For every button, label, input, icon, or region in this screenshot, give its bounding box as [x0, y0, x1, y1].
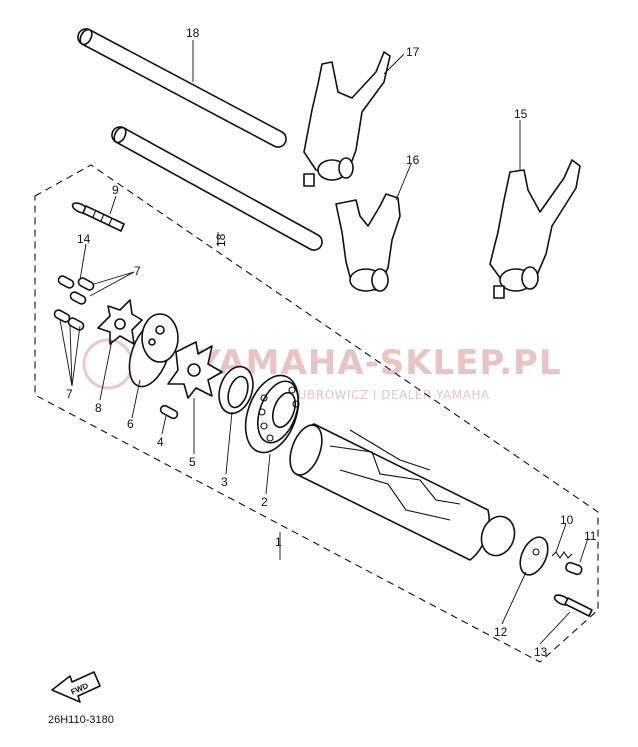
- leader-lines: [59, 40, 589, 645]
- watermark-main-text: YAMAHA-SKLEP.PL: [195, 343, 562, 383]
- watermark-logo: [82, 338, 134, 390]
- watermark-sub-text: DUBROWICZ I DEALER YAMAHA: [288, 388, 490, 402]
- segment-plate-5: [167, 341, 223, 399]
- fwd-arrow: FWD: [51, 671, 101, 703]
- fork-guide-bar-upper: [77, 28, 287, 148]
- callout-15: 15: [514, 107, 528, 121]
- callout-12: 12: [494, 625, 508, 639]
- pin-4: [159, 404, 179, 420]
- segment-6: [128, 313, 179, 388]
- callout-2: 2: [261, 495, 268, 509]
- stopper-plate-8: [97, 299, 143, 345]
- catalog-number: 26H110-3180: [48, 714, 114, 726]
- assembly-boundary: [34, 164, 599, 663]
- bearing-2: [244, 374, 300, 454]
- callout-9: 9: [112, 183, 119, 197]
- shift-cam-drum-1: [289, 423, 516, 561]
- callout-17: 17: [406, 45, 420, 59]
- screw-13: [553, 594, 593, 617]
- ball-11: [565, 561, 583, 576]
- shift-fork-15: [489, 159, 581, 299]
- callout-14: 14: [77, 232, 91, 246]
- circlip-3: [218, 365, 254, 415]
- screw-9: [71, 202, 125, 232]
- pins-group: [53, 275, 95, 331]
- callout-3: 3: [221, 475, 228, 489]
- watermark: YAMAHA-SKLEP.PL DUBROWICZ I DEALER YAMAH…: [82, 338, 562, 402]
- callouts: 18 18 17 16 15 9 14 7 7 8 6 4 5 3 2 1 10…: [66, 26, 597, 659]
- callout-7-lower: 7: [66, 387, 73, 401]
- callout-7-upper: 7: [134, 264, 141, 278]
- callout-10: 10: [560, 513, 574, 527]
- callout-13: 13: [534, 645, 548, 659]
- shift-fork-16: [335, 193, 401, 292]
- retainer-plate-12: [519, 536, 549, 576]
- fork-guide-bar-lower: [111, 126, 323, 251]
- callout-1: 1: [275, 535, 282, 549]
- callout-18-upper: 18: [186, 26, 200, 40]
- callout-6: 6: [127, 417, 134, 431]
- shift-fork-17: [303, 51, 391, 187]
- callout-5: 5: [189, 455, 196, 469]
- callout-8: 8: [95, 401, 102, 415]
- callout-4: 4: [157, 435, 164, 449]
- spring-10: [551, 551, 573, 559]
- callout-18-lower: 18: [214, 233, 228, 247]
- callout-11: 11: [584, 529, 597, 543]
- callout-16: 16: [406, 153, 420, 167]
